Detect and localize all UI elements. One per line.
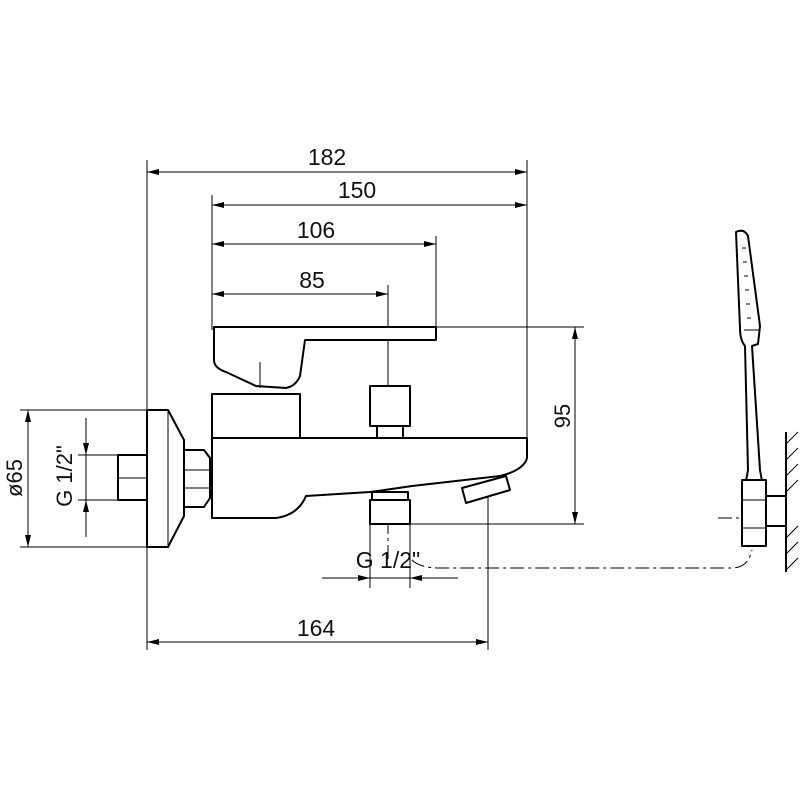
- wall-flange: [146, 409, 185, 548]
- dimension-diameter-65-label: ø65: [2, 459, 27, 497]
- wall-hatching: [785, 431, 799, 571]
- dimension-diameter-65: ø65: [2, 409, 147, 548]
- dimension-164-label: 164: [297, 615, 336, 641]
- shower-head-nozzles: [742, 247, 751, 319]
- handle-lever: [213, 326, 437, 389]
- dimension-106-label: 106: [297, 217, 335, 243]
- dimension-150-label: 150: [338, 177, 376, 203]
- diverter-knob: [461, 475, 511, 504]
- inlet-thread: [117, 454, 148, 501]
- bottom-outlet: [369, 491, 411, 525]
- shower-holder: [741, 479, 767, 547]
- dimension-182-label: 182: [308, 144, 346, 170]
- hand-shower: [735, 229, 787, 547]
- dimension-85: 85: [212, 267, 389, 386]
- cartridge-collar: [211, 393, 301, 439]
- dimension-164: 164: [147, 495, 489, 650]
- dimension-95: 95: [410, 326, 584, 525]
- mixer-body: [211, 326, 528, 519]
- holder-bracket: [765, 495, 787, 527]
- wall: [785, 431, 799, 572]
- dimension-inlet-thread-label: G 1/2": [52, 445, 77, 507]
- dimension-85-label: 85: [299, 267, 325, 293]
- dimension-182: 182: [146, 144, 528, 650]
- dimension-95-label: 95: [550, 404, 575, 428]
- body-casting: [211, 437, 528, 519]
- top-connector: [369, 385, 411, 427]
- dimension-150: 150: [211, 177, 527, 330]
- dimension-106: 106: [212, 217, 437, 330]
- eccentric-nut: [183, 449, 211, 508]
